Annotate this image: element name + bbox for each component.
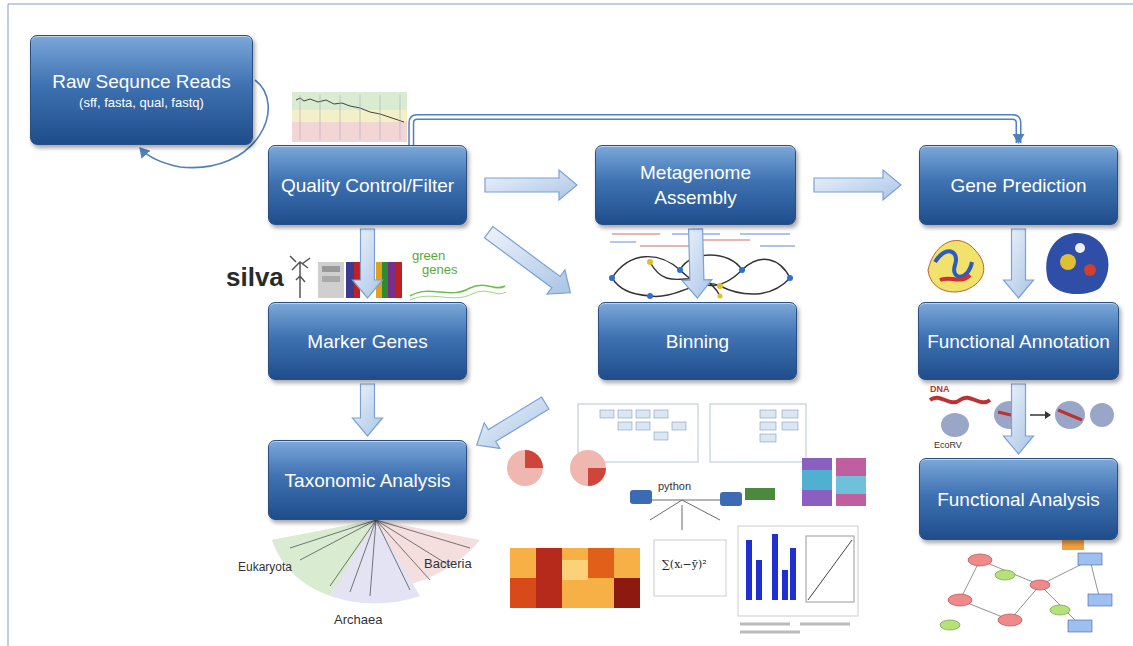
greengenes-logo: genes xyxy=(422,262,457,277)
block-arrow xyxy=(1004,229,1034,298)
analysis-box: Functional Analysis xyxy=(919,458,1118,540)
block-arrow xyxy=(484,227,570,295)
node-title: Taxonomic Analysis xyxy=(285,468,451,493)
process-box: Binning xyxy=(598,302,797,380)
node-title: Raw Sequnce Reads xyxy=(52,69,231,94)
heatmap xyxy=(510,548,640,608)
silva-logo: silva xyxy=(226,262,284,293)
node-note: (sff, fasta, qual, fastq) xyxy=(79,94,204,112)
software-name: python xyxy=(658,480,691,492)
block-arrow xyxy=(353,229,383,298)
quality-plot xyxy=(292,92,407,142)
molecule-label: DNA xyxy=(930,384,950,394)
greengenes-logo: green xyxy=(412,248,445,263)
phylogenetic-tree xyxy=(272,520,480,604)
node-title: Metagenome Assembly xyxy=(604,160,787,210)
block-arrow xyxy=(1004,384,1034,454)
analysis-box: Taxonomic Analysis xyxy=(268,440,467,520)
analysis-collage: ∑(xᵢ−ȳ)² xyxy=(507,404,866,632)
node-title: Marker Genes xyxy=(307,329,427,354)
svg-text:∑(xᵢ−ȳ)²: ∑(xᵢ−ȳ)² xyxy=(662,558,707,571)
line-arrow xyxy=(411,117,1018,145)
block-arrow xyxy=(682,229,712,298)
process-box: Metagenome Assembly xyxy=(595,145,796,225)
node-title: Functional Annotation xyxy=(927,329,1110,354)
process-box: Gene Prediction xyxy=(919,145,1118,225)
tree-label: Archaea xyxy=(334,612,382,627)
tree-label: Eukaryota xyxy=(238,560,292,574)
block-arrow xyxy=(477,397,549,448)
connector-path xyxy=(411,117,1018,145)
block-arrow xyxy=(353,384,383,436)
process-box: Functional Annotation xyxy=(918,302,1119,380)
frame-line xyxy=(8,4,9,646)
node-title: Quality Control/Filter xyxy=(281,173,454,198)
marker-gene-logos xyxy=(290,256,506,300)
node-title: Binning xyxy=(666,329,729,354)
block-arrow xyxy=(814,170,901,200)
frame-line xyxy=(8,4,1133,5)
enzyme-label: EcoRV xyxy=(934,440,962,450)
connector-core xyxy=(411,117,1018,145)
process-box: Quality Control/Filter xyxy=(268,145,467,225)
node-title: Gene Prediction xyxy=(950,173,1086,198)
pathway-network xyxy=(940,540,1112,632)
tree-label: Bacteria xyxy=(424,556,472,571)
block-arrow xyxy=(485,170,577,200)
input-box: Raw Sequnce Reads(sff, fasta, qual, fast… xyxy=(30,35,253,145)
connector-outline xyxy=(411,117,1018,145)
process-box: Marker Genes xyxy=(268,302,467,380)
node-title: Functional Analysis xyxy=(937,487,1100,512)
